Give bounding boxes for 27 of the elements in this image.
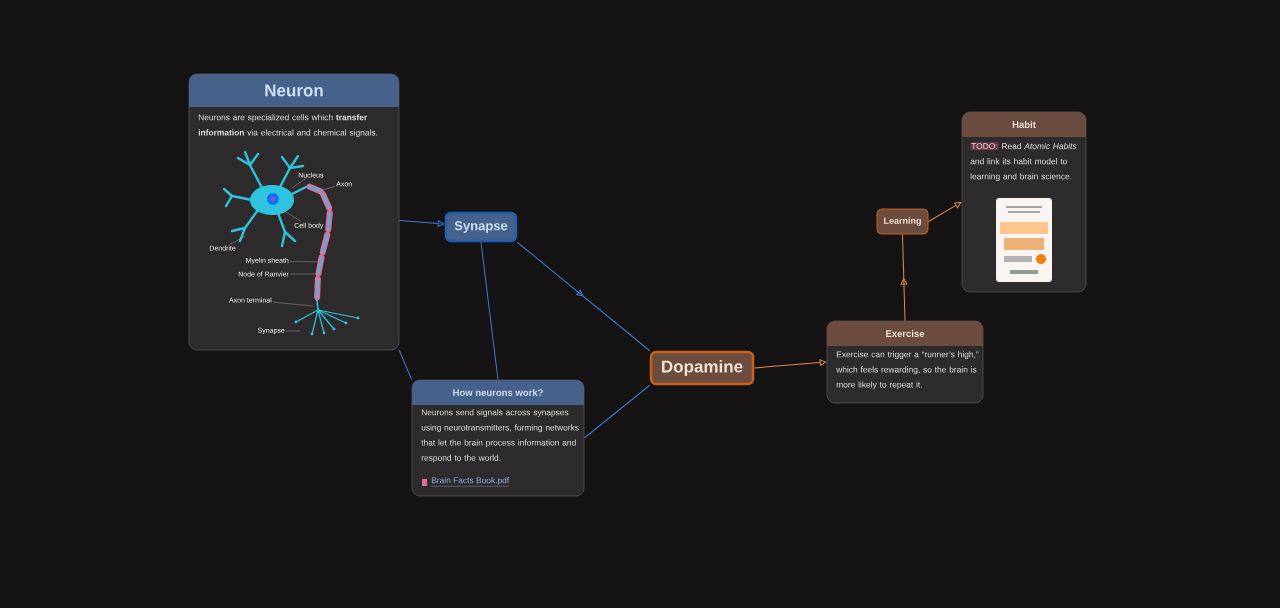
arrow bbox=[753, 359, 827, 369]
topic-box: Synapse bbox=[444, 211, 518, 243]
card-header: Exercise bbox=[827, 321, 983, 346]
arrow bbox=[900, 234, 908, 322]
leader-line bbox=[229, 235, 247, 245]
topic-box: Dopamine bbox=[649, 350, 755, 386]
body-text: Exercise can trigger a “runner’s high,” which feels rewarding, so the brain is more likely to repeat it. bbox=[836, 351, 979, 390]
leader-line bbox=[291, 178, 306, 189]
body-text: Neurons send signals across synapses using neurotransmitters, forming networks that let the brain process information and respond to the world. bbox=[421, 409, 579, 463]
connector bbox=[583, 384, 651, 439]
body-text: Neurons are specialized cells which transfer information via electrical and chemical signals. bbox=[198, 114, 378, 138]
arrow bbox=[398, 219, 445, 227]
leader-line bbox=[289, 261, 319, 263]
card-header: Neuron bbox=[189, 74, 399, 107]
leader-line bbox=[321, 186, 336, 191]
leader-line bbox=[272, 301, 314, 307]
topic-box: Learning bbox=[876, 208, 929, 235]
file-link: Brain Facts Book.pdf bbox=[431, 477, 510, 487]
card-header: How neurons work? bbox=[412, 380, 584, 405]
book-cover-picture bbox=[996, 198, 1052, 282]
card-header: Habit bbox=[962, 112, 1086, 137]
arrow bbox=[516, 241, 651, 352]
connector bbox=[398, 349, 413, 381]
todo-note: TODO: Read Atomic Habits and link its habit model to learning and brain science. bbox=[970, 142, 1077, 182]
leader-line bbox=[283, 210, 302, 222]
arrow bbox=[928, 202, 962, 222]
connector bbox=[480, 241, 499, 381]
